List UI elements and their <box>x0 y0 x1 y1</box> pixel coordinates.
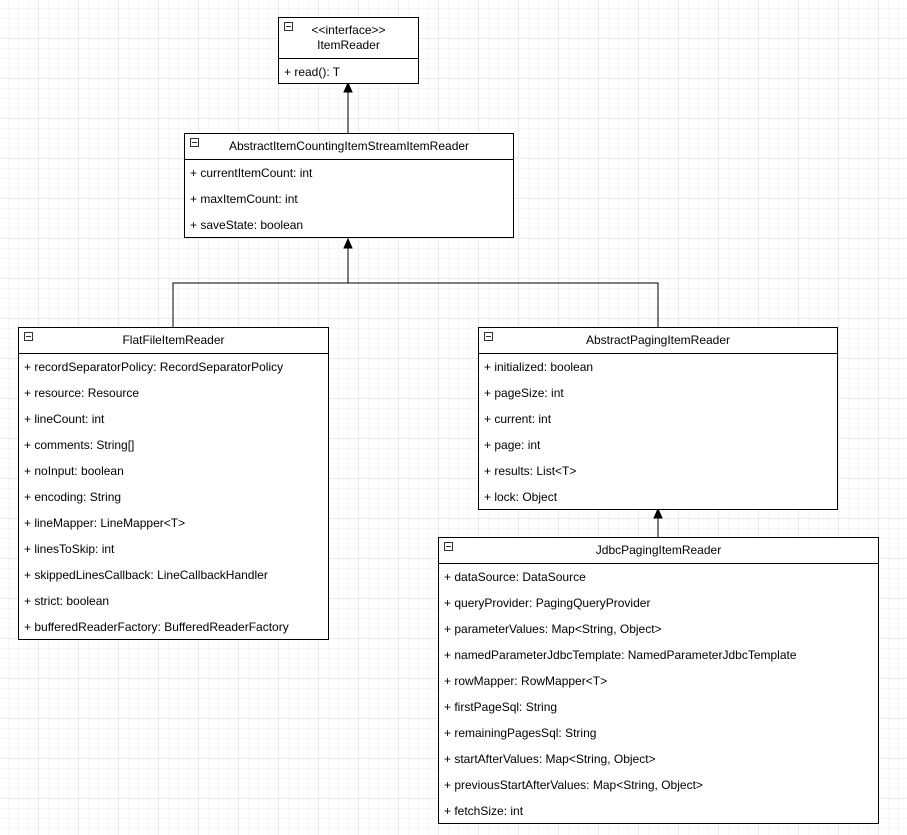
attribute: + strict: boolean <box>24 594 110 608</box>
edge-paging-to-counting <box>348 282 659 327</box>
attribute: + fetchSize: int <box>444 804 524 818</box>
class-jdbc-paging-item-reader[interactable]: JdbcPagingItemReader + dataSource: DataS… <box>438 537 879 824</box>
attribute: + comments: String[] <box>24 438 135 452</box>
attribute: + recordSeparatorPolicy: RecordSeparator… <box>24 360 284 374</box>
collapse-icon[interactable] <box>24 332 33 341</box>
member-list: + dataSource: DataSource + queryProvider… <box>439 564 878 824</box>
attribute: + firstPageSql: String <box>444 700 558 714</box>
attribute: + current: int <box>484 412 552 426</box>
collapse-icon[interactable] <box>484 332 493 341</box>
attribute: + currentItemCount: int <box>190 166 313 180</box>
attribute: + skippedLinesCallback: LineCallbackHand… <box>24 568 268 582</box>
class-stereotype: <<interface>> <box>311 23 386 37</box>
class-name: AbstractPagingItemReader <box>585 333 731 347</box>
attribute: + parameterValues: Map<String, Object> <box>444 622 662 636</box>
class-abstract-item-counting-item-stream-item-reader[interactable]: AbstractItemCountingItemStreamItemReader… <box>184 133 514 238</box>
attribute: + startAfterValues: Map<String, Object> <box>444 752 656 766</box>
member-list: + initialized: boolean + pageSize: int +… <box>479 354 837 510</box>
collapse-icon[interactable] <box>190 138 199 147</box>
class-header: <<interface>> ItemReader <box>279 18 418 59</box>
member-list: + currentItemCount: int + maxItemCount: … <box>185 160 513 238</box>
class-header: JdbcPagingItemReader <box>439 538 878 564</box>
edge-flatfile-to-counting <box>172 248 349 327</box>
class-name: AbstractItemCountingItemStreamItemReader <box>228 139 470 153</box>
attribute: + resource: Resource <box>24 386 140 400</box>
class-abstract-paging-item-reader[interactable]: AbstractPagingItemReader + initialized: … <box>478 327 838 510</box>
collapse-icon[interactable] <box>284 22 293 31</box>
attribute: + maxItemCount: int <box>190 192 298 206</box>
attribute: + lineMapper: LineMapper<T> <box>24 516 186 530</box>
attribute: + encoding: String <box>24 490 122 504</box>
attribute: + linesToSkip: int <box>24 542 115 556</box>
attribute: + previousStartAfterValues: Map<String, … <box>444 778 703 792</box>
attribute: + rowMapper: RowMapper<T> <box>444 674 608 688</box>
class-header: FlatFileItemReader <box>19 328 328 354</box>
attribute: + results: List<T> <box>484 464 577 478</box>
member-list: + read(): T <box>279 59 418 85</box>
class-header: AbstractPagingItemReader <box>479 328 837 354</box>
class-name: JdbcPagingItemReader <box>595 543 722 557</box>
arrowhead-paging <box>653 507 663 519</box>
arrowhead-counting <box>343 237 353 249</box>
method-read: + read(): T <box>284 65 341 79</box>
class-item-reader[interactable]: <<interface>> ItemReader + read(): T <box>278 17 419 84</box>
class-header: AbstractItemCountingItemStreamItemReader <box>185 134 513 160</box>
attribute: + saveState: boolean <box>190 218 304 232</box>
attribute: + namedParameterJdbcTemplate: NamedParam… <box>444 648 797 662</box>
attribute: + page: int <box>484 438 541 452</box>
class-name: FlatFileItemReader <box>122 333 225 347</box>
attribute: + lineCount: int <box>24 412 105 426</box>
attribute: + lock: Object <box>484 490 558 504</box>
class-name: ItemReader <box>317 38 380 52</box>
class-flat-file-item-reader[interactable]: FlatFileItemReader + recordSeparatorPoli… <box>18 327 329 640</box>
attribute: + pageSize: int <box>484 386 564 400</box>
attribute: + remainingPagesSql: String <box>444 726 597 740</box>
collapse-icon[interactable] <box>444 542 453 551</box>
attribute: + bufferedReaderFactory: BufferedReaderF… <box>24 620 289 634</box>
member-list: + recordSeparatorPolicy: RecordSeparator… <box>19 354 328 640</box>
attribute: + initialized: boolean <box>484 360 594 374</box>
attribute: + queryProvider: PagingQueryProvider <box>444 596 651 610</box>
attribute: + dataSource: DataSource <box>444 570 586 584</box>
attribute: + noInput: boolean <box>24 464 124 478</box>
